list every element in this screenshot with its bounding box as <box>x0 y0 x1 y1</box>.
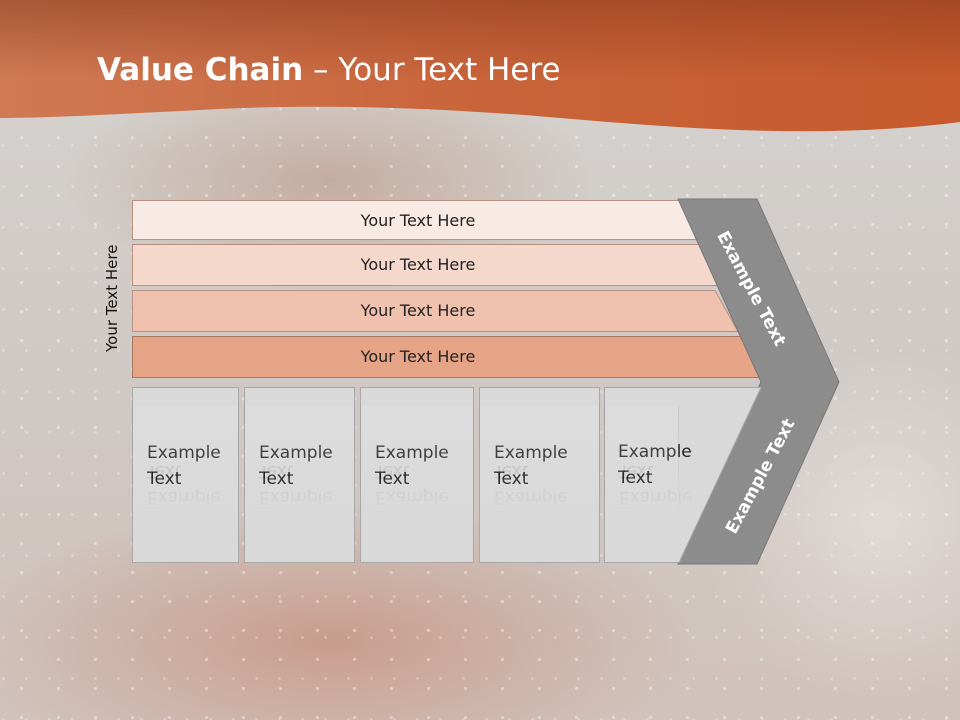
band-2-label: Your Text Here <box>360 254 476 274</box>
example-box-2: Example Text <box>244 387 355 563</box>
band-3-label: Your Text Here <box>360 300 476 320</box>
band-4-label: Your Text Here <box>360 346 476 366</box>
example-box-4: Example Text <box>479 387 600 563</box>
header-wave <box>0 0 960 132</box>
box-5-line-2: Text <box>618 468 653 488</box>
band-1: Your Text Here <box>132 200 764 240</box>
band-1-label: Your Text Here <box>360 210 476 230</box>
box-5-line-1: Example <box>618 442 692 462</box>
box-1-line-1: Example <box>147 443 221 463</box>
side-label: Your Text Here <box>103 244 121 352</box>
box-1-line-2: Text <box>147 469 182 489</box>
box-4-line-2: Text <box>494 469 529 489</box>
title-rest: – Your Text Here <box>303 52 561 88</box>
box-3-line-2: Text <box>375 469 410 489</box>
example-box-3: Example Text <box>360 387 474 563</box>
title-bold: Value Chain <box>97 52 304 88</box>
band-2: Your Text Here <box>132 244 764 286</box>
example-box-1: Example Text <box>132 387 239 563</box>
box-4-line-1: Example <box>494 443 568 463</box>
box-2-line-1: Example <box>259 443 333 463</box>
slide-title: Value Chain – Your Text Here <box>97 52 560 88</box>
chevron-arrow <box>677 198 840 565</box>
box-3-line-1: Example <box>375 443 449 463</box>
box-2-line-2: Text <box>259 469 294 489</box>
